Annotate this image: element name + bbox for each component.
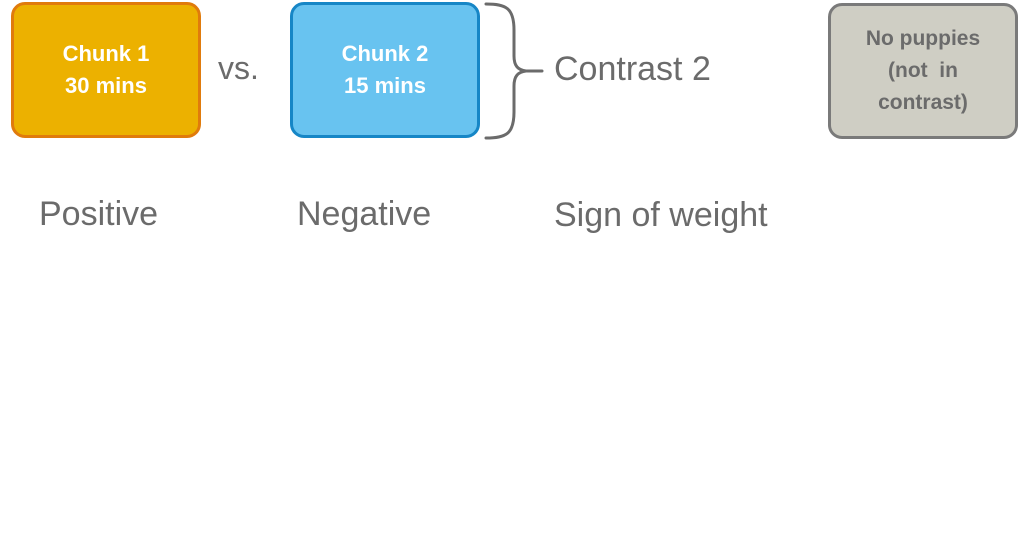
negative-weight-label: Negative [297,195,432,233]
no-puppies-line-3: contrast) [878,91,968,114]
contrast-label: Contrast 2 [554,50,711,88]
curly-brace-icon [484,2,544,140]
chunk-1-duration: 30 mins [65,73,147,98]
no-puppies-line-1: No puppies [865,27,981,50]
no-puppies-box: No puppies (not in contrast) [828,3,1018,139]
no-puppies-line-2: (not in [888,59,958,82]
vs-label: vs. [218,50,259,86]
chunk-2-title: Chunk 2 [341,41,429,66]
chunk-1-box: Chunk 1 30 mins [11,2,201,138]
sign-of-weight-label: Sign of weight [554,196,768,234]
chunk-2-box: Chunk 2 15 mins [290,2,480,138]
positive-weight-label: Positive [39,195,159,233]
chunk-1-title: Chunk 1 [62,41,150,66]
chunk-2-duration: 15 mins [344,73,426,98]
